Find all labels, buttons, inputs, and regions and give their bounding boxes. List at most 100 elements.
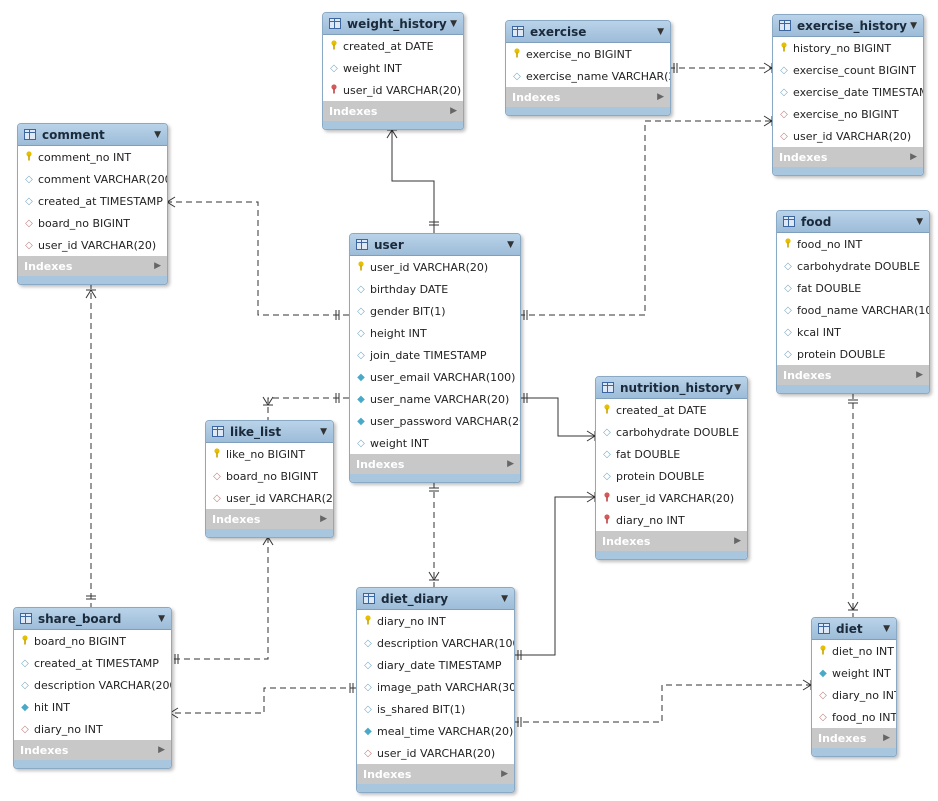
- column-row[interactable]: ◇carbohydrate DOUBLE: [596, 421, 747, 443]
- table-diet[interactable]: diet▼diet_no INT◆weight INT◇diary_no INT…: [811, 617, 897, 757]
- column-row[interactable]: diary_no INT: [357, 610, 514, 632]
- collapse-arrow-icon[interactable]: ▼: [501, 593, 508, 604]
- indexes-bar[interactable]: Indexes▶: [357, 764, 514, 784]
- table-share_board[interactable]: share_board▼board_no BIGINT◇created_at T…: [13, 607, 172, 769]
- column-row[interactable]: ◇user_id VARCHAR(20): [206, 487, 333, 509]
- collapse-arrow-icon[interactable]: ▼: [910, 20, 917, 31]
- column-row[interactable]: ◆user_name VARCHAR(20): [350, 388, 520, 410]
- column-row[interactable]: user_id VARCHAR(20): [596, 487, 747, 509]
- table-exercise_history[interactable]: exercise_history▼history_no BIGINT◇exerc…: [772, 14, 924, 176]
- column-row[interactable]: ◇user_id VARCHAR(20): [18, 234, 167, 256]
- column-row[interactable]: board_no BIGINT: [14, 630, 171, 652]
- table-exercise[interactable]: exercise▼exercise_no BIGINT◇exercise_nam…: [505, 20, 671, 116]
- column-row[interactable]: ◇board_no BIGINT: [18, 212, 167, 234]
- column-row[interactable]: ◇user_id VARCHAR(20): [357, 742, 514, 764]
- expand-arrow-icon[interactable]: ▶: [450, 106, 457, 116]
- column-row[interactable]: ◇fat DOUBLE: [596, 443, 747, 465]
- table-like_list[interactable]: like_list▼like_no BIGINT◇board_no BIGINT…: [205, 420, 334, 538]
- table-header[interactable]: user▼: [350, 234, 520, 256]
- table-header[interactable]: nutrition_history▼: [596, 377, 747, 399]
- column-row[interactable]: created_at DATE: [323, 35, 463, 57]
- table-weight_history[interactable]: weight_history▼created_at DATE◇weight IN…: [322, 12, 464, 130]
- column-row[interactable]: ◇diary_no INT: [14, 718, 171, 740]
- expand-arrow-icon[interactable]: ▶: [657, 92, 664, 102]
- collapse-arrow-icon[interactable]: ▼: [320, 426, 327, 437]
- column-row[interactable]: ◇exercise_count BIGINT: [773, 59, 923, 81]
- table-header[interactable]: exercise▼: [506, 21, 670, 43]
- column-row[interactable]: user_id VARCHAR(20): [350, 256, 520, 278]
- indexes-bar[interactable]: Indexes▶: [206, 509, 333, 529]
- table-comment[interactable]: comment▼comment_no INT◇comment VARCHAR(2…: [17, 123, 168, 285]
- column-row[interactable]: food_no INT: [777, 233, 929, 255]
- collapse-arrow-icon[interactable]: ▼: [657, 26, 664, 37]
- column-row[interactable]: ◇created_at TIMESTAMP: [14, 652, 171, 674]
- expand-arrow-icon[interactable]: ▶: [916, 370, 923, 380]
- column-row[interactable]: ◇description VARCHAR(1000): [357, 632, 514, 654]
- expand-arrow-icon[interactable]: ▶: [158, 745, 165, 755]
- column-row[interactable]: ◇gender BIT(1): [350, 300, 520, 322]
- column-row[interactable]: ◇description VARCHAR(2000): [14, 674, 171, 696]
- expand-arrow-icon[interactable]: ▶: [154, 261, 161, 271]
- expand-arrow-icon[interactable]: ▶: [910, 152, 917, 162]
- column-row[interactable]: created_at DATE: [596, 399, 747, 421]
- indexes-bar[interactable]: Indexes▶: [350, 454, 520, 474]
- collapse-arrow-icon[interactable]: ▼: [450, 18, 457, 29]
- column-row[interactable]: ◇created_at TIMESTAMP: [18, 190, 167, 212]
- collapse-arrow-icon[interactable]: ▼: [916, 216, 923, 227]
- table-header[interactable]: share_board▼: [14, 608, 171, 630]
- column-row[interactable]: ◇weight INT: [323, 57, 463, 79]
- expand-arrow-icon[interactable]: ▶: [501, 769, 508, 779]
- indexes-bar[interactable]: Indexes▶: [18, 256, 167, 276]
- column-row[interactable]: ◇food_name VARCHAR(100): [777, 299, 929, 321]
- column-row[interactable]: ◇protein DOUBLE: [596, 465, 747, 487]
- column-row[interactable]: like_no BIGINT: [206, 443, 333, 465]
- column-row[interactable]: ◆hit INT: [14, 696, 171, 718]
- collapse-arrow-icon[interactable]: ▼: [154, 129, 161, 140]
- table-nutrition_history[interactable]: nutrition_history▼created_at DATE◇carboh…: [595, 376, 748, 560]
- column-row[interactable]: ◆user_email VARCHAR(100): [350, 366, 520, 388]
- expand-arrow-icon[interactable]: ▶: [320, 514, 327, 524]
- table-diet_diary[interactable]: diet_diary▼diary_no INT◇description VARC…: [356, 587, 515, 793]
- column-row[interactable]: ◆user_password VARCHAR(200): [350, 410, 520, 432]
- table-food[interactable]: food▼food_no INT◇carbohydrate DOUBLE◇fat…: [776, 210, 930, 394]
- table-header[interactable]: like_list▼: [206, 421, 333, 443]
- column-row[interactable]: ◇board_no BIGINT: [206, 465, 333, 487]
- expand-arrow-icon[interactable]: ▶: [883, 733, 890, 743]
- table-header[interactable]: diet▼: [812, 618, 896, 640]
- collapse-arrow-icon[interactable]: ▼: [507, 239, 514, 250]
- column-row[interactable]: diary_no INT: [596, 509, 747, 531]
- indexes-bar[interactable]: Indexes▶: [506, 87, 670, 107]
- column-row[interactable]: exercise_no BIGINT: [506, 43, 670, 65]
- column-row[interactable]: ◇weight INT: [350, 432, 520, 454]
- collapse-arrow-icon[interactable]: ▼: [883, 623, 890, 634]
- column-row[interactable]: ◇protein DOUBLE: [777, 343, 929, 365]
- table-header[interactable]: food▼: [777, 211, 929, 233]
- column-row[interactable]: ◇join_date TIMESTAMP: [350, 344, 520, 366]
- column-row[interactable]: ◇food_no INT: [812, 706, 896, 728]
- expand-arrow-icon[interactable]: ▶: [507, 459, 514, 469]
- column-row[interactable]: ◇carbohydrate DOUBLE: [777, 255, 929, 277]
- column-row[interactable]: ◇exercise_no BIGINT: [773, 103, 923, 125]
- indexes-bar[interactable]: Indexes▶: [812, 728, 896, 748]
- expand-arrow-icon[interactable]: ▶: [734, 536, 741, 546]
- collapse-arrow-icon[interactable]: ▼: [158, 613, 165, 624]
- column-row[interactable]: comment_no INT: [18, 146, 167, 168]
- column-row[interactable]: ◇exercise_name VARCHAR(20): [506, 65, 670, 87]
- column-row[interactable]: ◆meal_time VARCHAR(20): [357, 720, 514, 742]
- column-row[interactable]: diet_no INT: [812, 640, 896, 662]
- column-row[interactable]: ◇is_shared BIT(1): [357, 698, 514, 720]
- collapse-arrow-icon[interactable]: ▼: [734, 382, 741, 393]
- indexes-bar[interactable]: Indexes▶: [777, 365, 929, 385]
- table-user[interactable]: user▼user_id VARCHAR(20)◇birthday DATE◇g…: [349, 233, 521, 483]
- column-row[interactable]: ◇birthday DATE: [350, 278, 520, 300]
- indexes-bar[interactable]: Indexes▶: [323, 101, 463, 121]
- table-header[interactable]: diet_diary▼: [357, 588, 514, 610]
- column-row[interactable]: ◆weight INT: [812, 662, 896, 684]
- column-row[interactable]: ◇fat DOUBLE: [777, 277, 929, 299]
- table-header[interactable]: exercise_history▼: [773, 15, 923, 37]
- column-row[interactable]: ◇image_path VARCHAR(300): [357, 676, 514, 698]
- indexes-bar[interactable]: Indexes▶: [14, 740, 171, 760]
- column-row[interactable]: ◇user_id VARCHAR(20): [773, 125, 923, 147]
- column-row[interactable]: ◇diary_no INT: [812, 684, 896, 706]
- column-row[interactable]: user_id VARCHAR(20): [323, 79, 463, 101]
